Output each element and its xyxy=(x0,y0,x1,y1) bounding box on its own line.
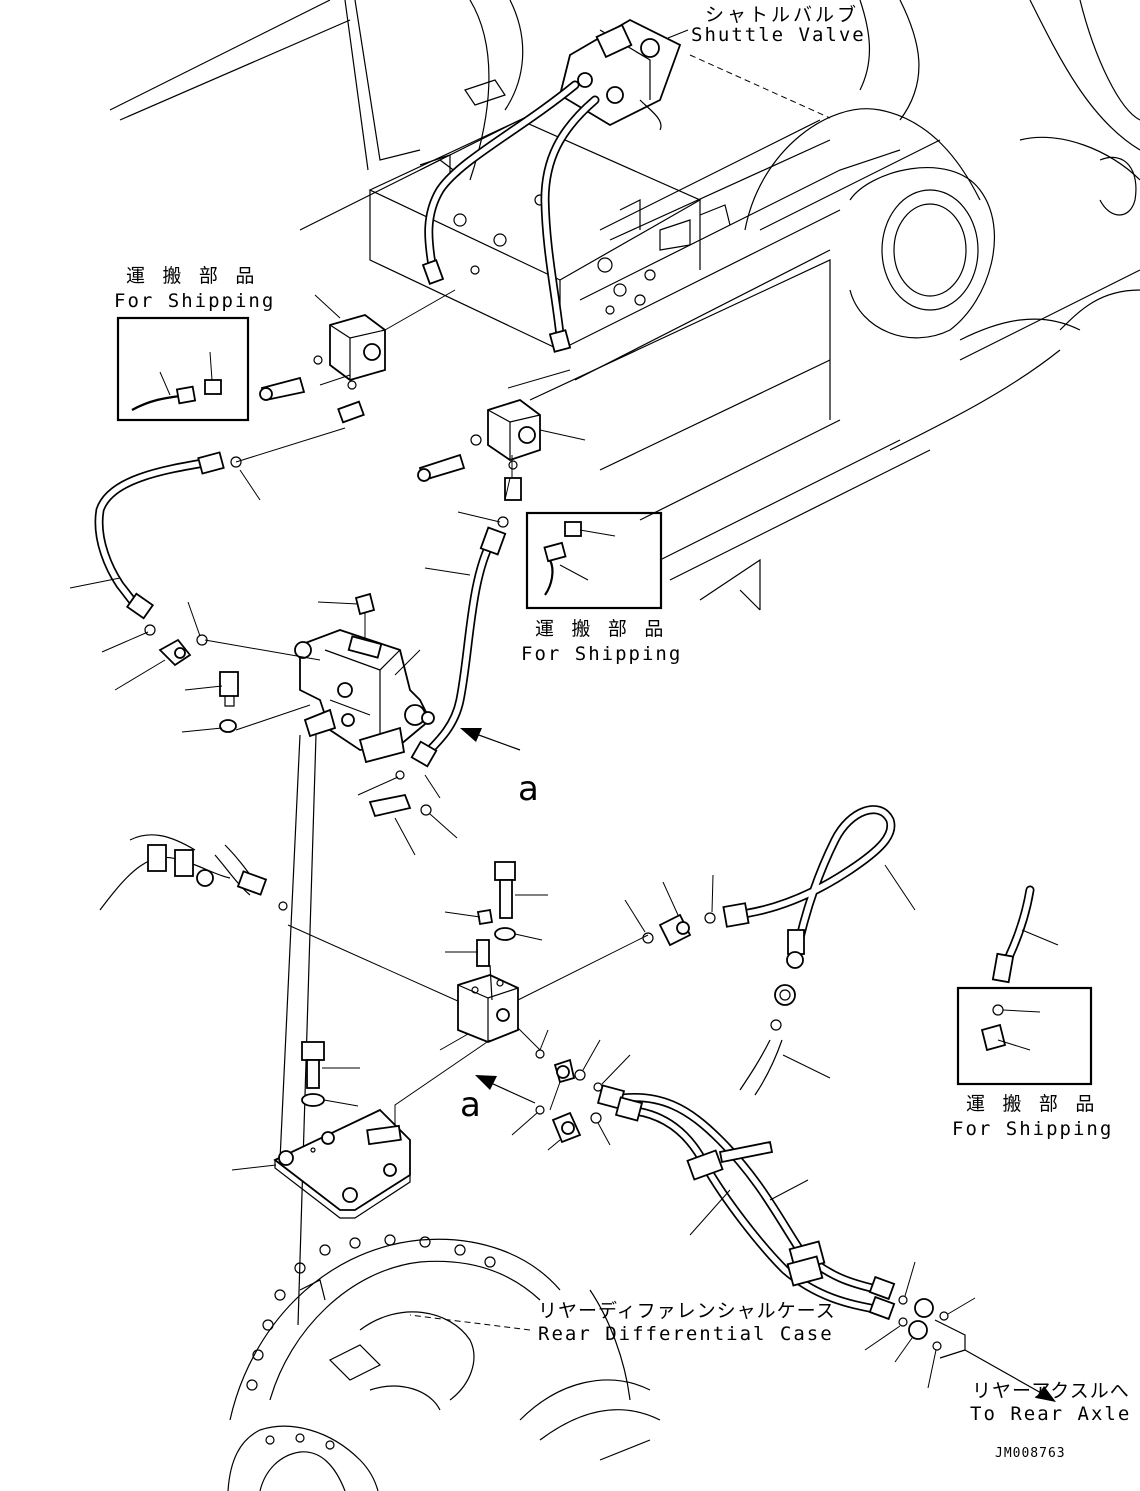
for-shipping-box-1 xyxy=(116,316,250,422)
block-lower-fittings xyxy=(511,1029,631,1151)
shuttle-valve-leader xyxy=(667,29,689,39)
drawing-code: JM008763 xyxy=(995,1446,1066,1461)
view-a-label-lower: a xyxy=(460,1085,481,1125)
rear-diff-leader xyxy=(409,1314,531,1331)
rear-diff-label-en: Rear Differential Case xyxy=(538,1323,834,1345)
plate-bolt xyxy=(301,1041,360,1107)
shuttle-valve-label-en: Shuttle Valve xyxy=(691,24,866,46)
center-fittings xyxy=(357,770,458,856)
for-shipping-2-label-en: For Shipping xyxy=(521,643,683,665)
loop-hose xyxy=(722,805,916,1096)
twin-hoses xyxy=(596,1084,896,1321)
central-valve xyxy=(294,592,435,764)
left-fittings xyxy=(101,601,321,733)
to-rear-axle-label-en: To Rear Axle xyxy=(970,1403,1132,1425)
view-arrow-lower xyxy=(475,1075,536,1104)
shuttle-valve-dash xyxy=(689,54,831,119)
rear-differential-case xyxy=(227,1234,661,1491)
for-shipping-3-label-en: For Shipping xyxy=(952,1118,1114,1140)
mount-block-lower xyxy=(417,369,586,501)
view-arrow-upper xyxy=(460,728,521,751)
for-shipping-1-label-jp: 運 搬 部 品 xyxy=(126,265,258,287)
to-rear-axle-label-jp: リヤーアクスルへ xyxy=(972,1380,1130,1402)
for-shipping-box-3 xyxy=(956,885,1093,1086)
for-shipping-2-label-jp: 運 搬 部 品 xyxy=(535,618,667,640)
upper-hoses xyxy=(421,80,600,353)
for-shipping-box-2 xyxy=(525,511,663,610)
block-right-fittings xyxy=(624,874,716,947)
mid-hose xyxy=(410,477,511,768)
chassis-frame xyxy=(109,0,1140,611)
mount-block-upper xyxy=(259,289,456,424)
rear-diff-label-jp: リヤーディファレンシャルケース xyxy=(538,1300,836,1322)
block-bolt xyxy=(444,861,548,1001)
view-a-label-upper: a xyxy=(518,769,539,809)
for-shipping-1-label-en: For Shipping xyxy=(114,290,276,312)
rear-axle-fittings xyxy=(864,1261,1056,1402)
for-shipping-3-label-jp: 運 搬 部 品 xyxy=(966,1093,1098,1115)
left-hose-fragment xyxy=(99,734,461,1326)
left-hose xyxy=(69,427,346,620)
base-plate xyxy=(231,1108,411,1219)
shuttle-valve-label-jp: シャトルバルブ xyxy=(705,4,860,26)
distribution-block xyxy=(394,934,649,1145)
